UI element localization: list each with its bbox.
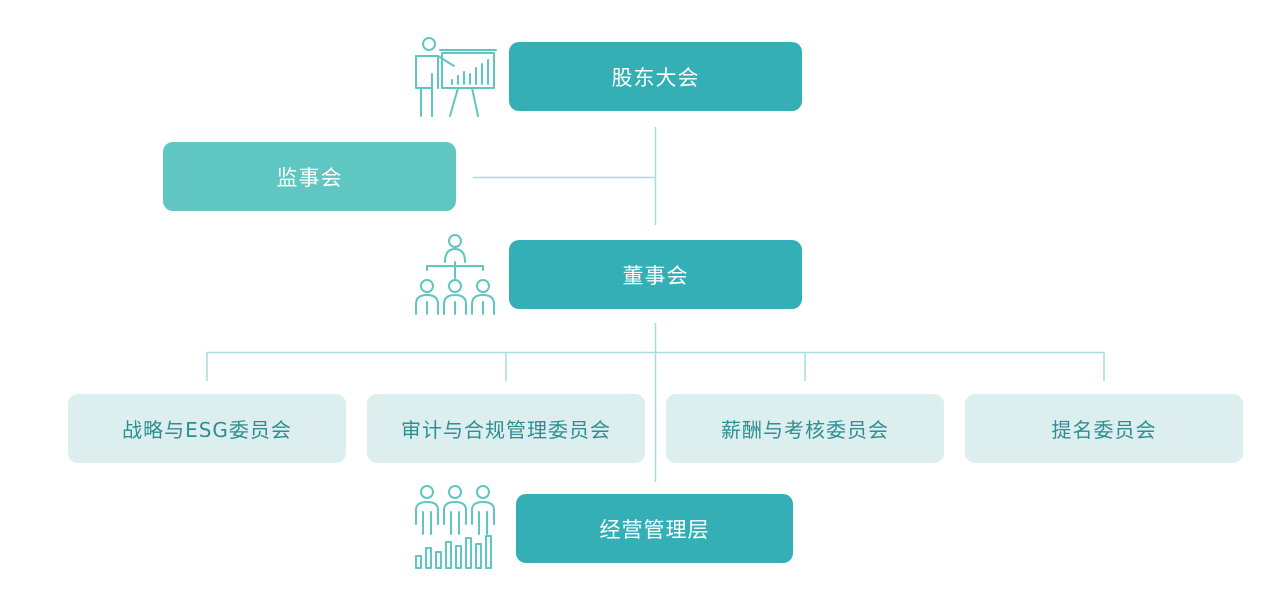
board-of-directors-box: 董事会 [509, 240, 802, 309]
general-meeting-label: 股东大会 [611, 65, 700, 90]
management-box: 经营管理层 [516, 494, 793, 563]
committee-label: 审计与合规管理委员会 [401, 418, 611, 442]
committee-remuneration-box: 薪酬与考核委员会 [666, 394, 944, 463]
committee-audit-compliance-box: 审计与合规管理委员会 [367, 394, 645, 463]
supervisory-board-label: 监事会 [276, 165, 343, 190]
board-of-directors-label: 董事会 [622, 263, 689, 288]
management-label: 经营管理层 [599, 517, 710, 542]
committee-nomination-box: 提名委员会 [965, 394, 1243, 463]
committee-strategy-esg-box: 战略与ESG委员会 [68, 394, 346, 463]
general-meeting-box: 股东大会 [509, 42, 802, 111]
committee-label: 战略与ESG委员会 [122, 418, 292, 442]
committee-label: 薪酬与考核委员会 [721, 418, 889, 442]
team-chart-icon [415, 485, 495, 569]
presentation-icon [415, 37, 497, 117]
org-hierarchy-icon [415, 234, 495, 315]
supervisory-board-box: 监事会 [163, 142, 456, 211]
committee-label: 提名委员会 [1051, 418, 1157, 442]
